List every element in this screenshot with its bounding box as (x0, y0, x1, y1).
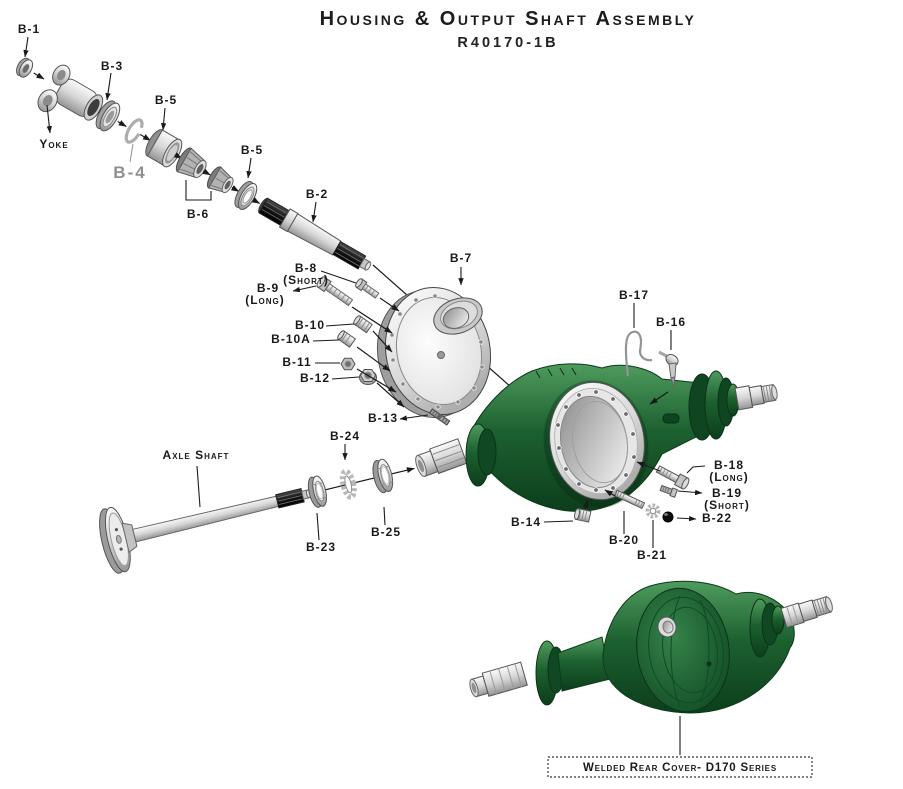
b16-breather-valve (658, 350, 679, 388)
rear-left-axle-stub (469, 661, 528, 698)
callout-b18-sub: (Long) (709, 470, 749, 484)
callout-b8: B-8 (295, 261, 317, 275)
page-title: Housing & Output Shaft Assembly (320, 8, 697, 30)
arm-slot-detail (662, 413, 680, 424)
callout-b23: B-23 (306, 540, 336, 554)
center-ring-opening (543, 380, 649, 508)
b11-nut (340, 357, 356, 371)
callout-b12: B-12 (300, 371, 330, 385)
b10a-plug (337, 330, 357, 348)
callout-b7: B-7 (450, 251, 472, 265)
callout-b13: B-13 (368, 411, 398, 425)
callout-b17: B-17 (619, 288, 649, 302)
axle-shaft-assembly (99, 458, 415, 574)
label-yoke: Yoke (39, 137, 68, 151)
b10-plug (353, 315, 373, 334)
b6-bearing-cone-1 (175, 147, 207, 179)
callout-b10: B-10 (295, 318, 325, 332)
callout-b22: B-22 (702, 511, 732, 525)
right-axle-stub (734, 383, 778, 411)
callout-b16: B-16 (656, 315, 686, 329)
callout-b6: B-6 (187, 207, 209, 221)
callout-b4: B-4 (113, 163, 146, 182)
rear-housing (469, 580, 833, 714)
b4-snap-ring (124, 118, 144, 144)
callout-b18: B-18 (714, 458, 744, 472)
b20-stud (614, 489, 646, 510)
yoke-part (37, 64, 104, 121)
b22-plug-ball (662, 511, 674, 523)
b7-bearing-cover (376, 286, 492, 419)
callout-b10a: B-10A (271, 332, 311, 346)
callout-b5-upper: B-5 (155, 93, 177, 107)
callout-b3: B-3 (101, 59, 123, 73)
b5-bearing-cup-upper (145, 129, 183, 168)
b5-bearing-cup-lower (234, 181, 258, 210)
callout-b19: B-19 (712, 486, 742, 500)
b13-stud (428, 408, 451, 426)
b14-plug (574, 508, 592, 523)
rear-right-axle-stub (780, 595, 833, 629)
rear-cover-label: Welded Rear Cover- D170 Series (583, 762, 777, 774)
callout-b24: B-24 (330, 429, 360, 443)
b1-washer (16, 57, 34, 78)
main-housing (415, 363, 778, 512)
b9-bolt-long (316, 276, 354, 307)
callout-b20: B-20 (609, 533, 639, 547)
b18-bolt-long (655, 465, 690, 490)
callout-b1: B-1 (18, 22, 40, 36)
callout-b14: B-14 (511, 515, 541, 529)
axle-shaft-part (99, 488, 311, 574)
right-assembly-arrows (582, 461, 661, 510)
callout-b21: B-21 (637, 548, 667, 562)
callout-labels: B-1 Yoke B-3 B-4 B-5 B-6 B-5 B-2 B-7 B-8… (18, 22, 750, 562)
b6-bearing-cone-2 (206, 166, 234, 194)
leader-lines (23, 36, 706, 755)
b21-lock-washer (645, 503, 661, 519)
b24-star-washer (339, 468, 357, 500)
callout-b19-sub: (Short) (704, 498, 750, 512)
b12-flanged-nut (359, 369, 377, 385)
callout-b9: B-9 (257, 281, 279, 295)
b2-output-shaft (258, 197, 372, 271)
valve-mount-arrow (649, 391, 669, 405)
label-axle-shaft: Axle Shaft (163, 448, 230, 462)
b19-bolt-short (659, 484, 679, 498)
part-number-subtitle: R40170-1B (457, 35, 558, 51)
left-axle-stub (415, 438, 468, 477)
callout-b9-sub: (Long) (245, 293, 285, 307)
b25-nut (372, 458, 394, 494)
callout-b8-sub: (Short) (283, 273, 329, 287)
upper-driveline-assembly (16, 57, 372, 271)
callout-b25: B-25 (371, 525, 401, 539)
b8-bolt-short (355, 278, 380, 299)
callout-b5-lower: B-5 (241, 143, 263, 157)
b3-seal (95, 100, 121, 132)
rear-cover-label-box: Welded Rear Cover- D170 Series (547, 756, 813, 778)
callout-b2: B-2 (306, 187, 328, 201)
fastener-assembly-arrows (351, 297, 405, 408)
b17-vent-tube (624, 330, 653, 377)
callout-b11: B-11 (282, 355, 311, 369)
b23-nut (307, 475, 327, 508)
